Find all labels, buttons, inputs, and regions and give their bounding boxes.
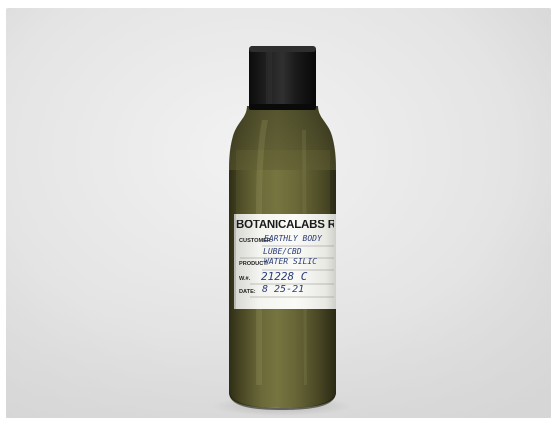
photo-frame: BOTANICALABS RETAIN SAMP CUSTOMER: EARTH… — [6, 8, 551, 418]
bottle-photo — [6, 8, 551, 418]
